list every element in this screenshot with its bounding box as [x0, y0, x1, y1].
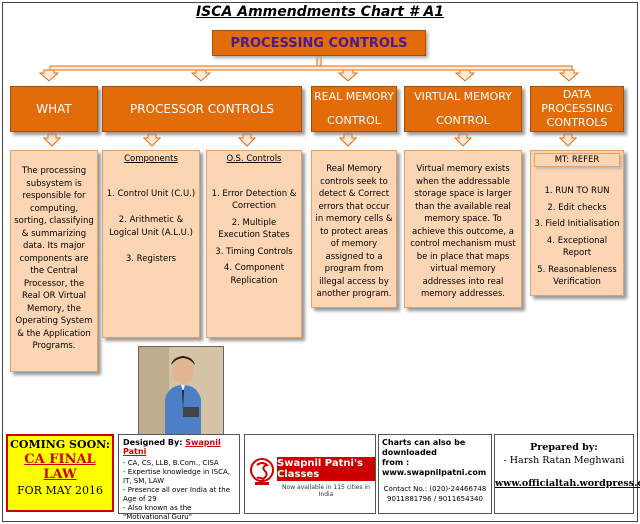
preparer-name: - Harsh Ratan Meghwani	[503, 455, 625, 466]
data-processing-heading-line1: DATA	[562, 88, 592, 101]
what-heading: WHAT	[10, 86, 98, 132]
root-node: PROCESSING CONTROLS	[212, 30, 426, 56]
virtual-memory-heading-line1: VIRTUAL MEMORY	[414, 90, 512, 103]
coming-soon-box: COMING SOON: CA FINAL LAW FOR MAY 2016	[6, 434, 114, 512]
root-stem-line	[316, 55, 322, 68]
data-processing-item: 1. RUN TO RUN	[544, 186, 610, 196]
contact-numbers: 9011881796 / 9011654340	[387, 495, 483, 503]
data-processing-heading: DATA PROCESSING CONTROLS	[530, 86, 624, 132]
for-may-label: FOR MAY 2016	[17, 484, 103, 497]
blog-link[interactable]: www.officialtah.wordpress.com	[495, 478, 640, 489]
components-box: Components 1. Control Unit (C.U.) 2. Ari…	[102, 150, 200, 338]
prepared-by-box: Prepared by: - Harsh Ratan Meghwani www.…	[494, 434, 640, 514]
data-processing-item: 3. Field Initialisation	[534, 219, 620, 229]
data-processing-subtitle: MT: REFER	[534, 153, 620, 167]
arrow-to-processor	[190, 69, 212, 82]
what-text: The processing subsystem is responsible …	[14, 166, 94, 351]
coming-soon-label: COMING SOON:	[10, 438, 110, 451]
chart-title: ISCA Ammendments Chart # A1	[195, 4, 445, 20]
component-item: 1. Control Unit (C.U.)	[106, 188, 196, 199]
contact-label: Contact No.: (020)-24466748	[383, 485, 487, 493]
real-memory-text: Real Memory controls seek to detect & Co…	[315, 164, 393, 299]
arrow-to-components	[142, 133, 162, 147]
brand-name: Swapnil Patni's Classes	[277, 457, 375, 481]
arrow-to-virtual-memory	[454, 69, 476, 82]
designer-name: Swapnil Patni	[123, 438, 221, 456]
author-photo	[138, 346, 224, 436]
virtual-memory-heading: VIRTUAL MEMORY CONTROL	[404, 86, 522, 132]
downloads-line2: from : www.swapnilpatni.com	[382, 458, 487, 477]
designer-point: - CA, CS, LLB, B.Com., CISA	[123, 459, 219, 467]
brand-box: Swapnil Patni's Classes Now available in…	[244, 434, 376, 514]
designer-point: - Expertise knowledge in ISCA, IT, SM, L…	[123, 468, 230, 485]
os-control-item: 4. Component Replication	[223, 263, 285, 286]
arrow-to-real-memory	[337, 69, 359, 82]
os-control-item: 1. Error Detection & Correction	[211, 188, 297, 212]
arrow-what-content	[42, 133, 62, 147]
brand-tagline: Now available in 115 cities in India	[282, 484, 370, 498]
os-controls-box: O.S. Controls 1. Error Detection & Corre…	[206, 150, 302, 338]
brand-logo-icon	[250, 458, 274, 485]
real-memory-heading: REAL MEMORY CONTROL	[311, 86, 397, 132]
arrow-virtual-memory-content	[453, 133, 473, 147]
real-memory-content: Real Memory controls seek to detect & Co…	[311, 150, 397, 308]
data-processing-item: 4. Exceptional Report	[546, 235, 608, 259]
branch-bar-line	[49, 65, 573, 71]
arrow-to-what	[38, 69, 60, 82]
data-processing-item: 2. Edit checks	[547, 202, 607, 213]
arrow-to-os-controls	[237, 133, 257, 147]
designer-box: Designed By: Swapnil Patni - CA, CS, LLB…	[118, 434, 240, 521]
designed-by-label: Designed By:	[123, 438, 183, 447]
course-line1: CA FINAL	[24, 452, 96, 467]
data-processing-content: MT: REFER 1. RUN TO RUN 2. Edit checks 3…	[530, 150, 624, 296]
arrow-real-memory-content	[338, 133, 358, 147]
os-controls-title: O.S. Controls	[226, 154, 282, 164]
course-line2: LAW	[43, 467, 77, 482]
data-processing-item: 5. Reasonableness Verification	[537, 264, 617, 288]
designer-point: - Also known as the "Motivational Guru"	[123, 504, 192, 521]
prepared-by-label: Prepared by:	[530, 442, 598, 453]
designer-point: - Presence all over India at the Age of …	[123, 486, 231, 503]
component-item: 2. Arithmetic & Logical Unit (A.L.U.)	[109, 215, 193, 238]
processor-controls-heading: PROCESSOR CONTROLS	[102, 86, 302, 132]
arrow-to-data-processing	[558, 69, 580, 82]
arrow-data-processing-content	[558, 133, 578, 147]
os-control-item: 3. Timing Controls	[215, 246, 293, 257]
os-control-item: 2. Multiple Execution States	[218, 217, 290, 241]
real-memory-heading-line1: REAL MEMORY	[314, 90, 394, 103]
components-title: Components	[124, 154, 178, 164]
virtual-memory-heading-line2: CONTROL	[436, 114, 490, 127]
downloads-box: Charts can also be downloaded from : www…	[378, 434, 492, 514]
person-illustration	[139, 347, 223, 435]
virtual-memory-text: Virtual memory exists when the addressab…	[410, 164, 516, 299]
data-processing-heading-line2: PROCESSING	[541, 102, 613, 115]
downloads-line1: Charts can also be downloaded	[382, 438, 466, 457]
data-processing-heading-line3: CONTROLS	[546, 116, 608, 129]
real-memory-heading-line2: CONTROL	[327, 114, 381, 127]
component-item: 3. Registers	[125, 254, 177, 264]
designer-heading: Designed By: Swapnil Patni	[123, 438, 235, 456]
virtual-memory-content: Virtual memory exists when the addressab…	[404, 150, 522, 308]
what-content: The processing subsystem is responsible …	[10, 150, 98, 372]
